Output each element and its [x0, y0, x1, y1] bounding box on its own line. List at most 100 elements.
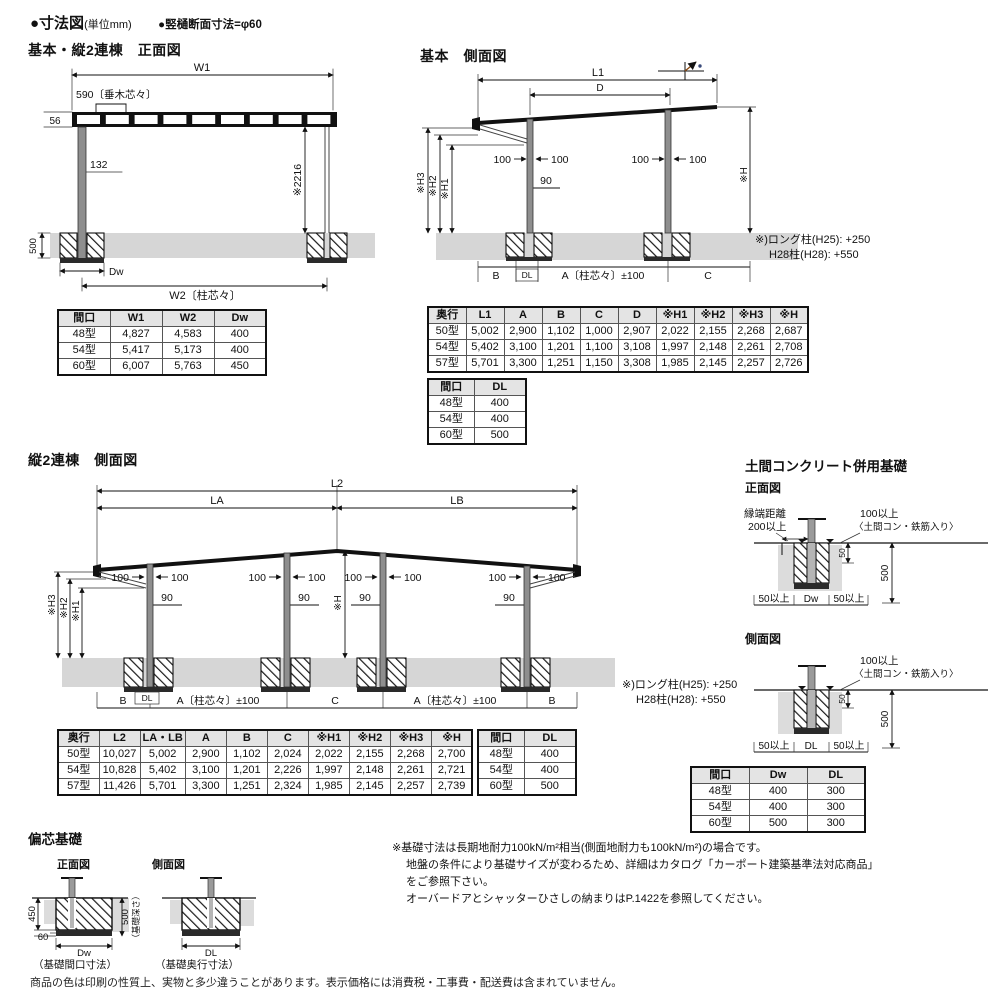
table-cell: 3,300 — [184, 778, 227, 796]
table-cell: 400 — [473, 411, 527, 428]
tandem-labels: L2 LA LB 100 100 100 100 100 100 100 100… — [47, 478, 566, 707]
table-cell: 2,268 — [731, 323, 771, 340]
table-cell: 2,726 — [769, 355, 809, 373]
table-cell: 2,024 — [266, 746, 309, 763]
dim-100: 100 — [631, 154, 649, 166]
table-cell: 50型 — [57, 746, 100, 763]
henshin-side-label: 側面図 — [152, 859, 185, 871]
column-header: ※H3 — [389, 729, 432, 747]
note-line: ※)ロング柱(H25): +250 — [755, 234, 871, 246]
dim-l1: L1 — [592, 67, 604, 79]
long-column-note: ※)ロング柱(H25): +250 H28柱(H28): +550 — [755, 233, 870, 263]
foundation-hatch — [671, 232, 691, 258]
column-header: 間口 — [477, 729, 525, 747]
table-cell: 1,100 — [579, 339, 619, 356]
table-cell: 2,155 — [348, 746, 391, 763]
page-header: ●寸法図(単位mm) ●竪樋断面寸法=φ60 — [30, 12, 262, 33]
table-cell: 500 — [523, 778, 577, 796]
page-title-unit: (単位mm) — [84, 19, 132, 31]
henshin-front-label: 正面図 — [57, 859, 90, 871]
page-title: ●寸法図 — [30, 15, 85, 32]
doma-side-labels: 100以上 〈土間コン・鉄筋入り〉 50 500 50以上 DL 50以上 — [758, 655, 958, 752]
table-cell: 400 — [523, 762, 577, 779]
column-header: L2 — [98, 729, 141, 747]
table-cell: 54型 — [477, 762, 525, 779]
tandem-column — [146, 563, 154, 688]
table-cell: 5,701 — [465, 355, 505, 373]
side-rear-column — [664, 109, 672, 234]
dim-60: 60 — [38, 932, 49, 943]
side-front-column — [526, 118, 534, 234]
table-cell: 48型 — [690, 783, 750, 800]
column-header: ※H3 — [731, 306, 771, 324]
edge-label: 縁端距離 — [744, 507, 786, 520]
depth-note: （基礎深さ） — [131, 891, 141, 942]
basic-side-title: 基本 側面図 — [420, 48, 507, 64]
dim-dw: Dw — [77, 948, 91, 959]
dim-100: 100 — [493, 154, 511, 166]
dim-2216: ※2216 — [292, 164, 304, 196]
table-cell: 2,145 — [693, 355, 733, 373]
dim-h1: ※H1 — [440, 178, 451, 200]
column-header: A — [184, 729, 227, 747]
foundation-hatch — [643, 232, 663, 258]
dim-rafter: 590〔垂木芯々〕 — [76, 88, 157, 101]
downpipe-note: ●竪樋断面寸法=φ60 — [158, 19, 262, 31]
dim-lb: LB — [450, 495, 463, 507]
dim-b: B — [119, 695, 126, 707]
dim-100: 100 — [548, 572, 566, 584]
column-header: ※H2 — [348, 729, 391, 747]
column-header: LA・LB — [139, 729, 186, 747]
henshin-side-labels: DL — [205, 948, 217, 959]
tandem-side-diagram: L2 LA LB 100 100 100 100 100 100 100 100… — [47, 478, 615, 709]
table-cell: 3,100 — [184, 762, 227, 779]
table-cell: 5,402 — [139, 762, 186, 779]
dim-100: 100 — [689, 154, 707, 166]
foundation-hatch — [505, 232, 525, 258]
table-cell: 50型 — [427, 323, 467, 340]
table-cell: 1,201 — [225, 762, 268, 779]
dim-100: 100 — [111, 572, 129, 584]
dim-90: 90 — [161, 592, 173, 604]
table-cell: 2,257 — [389, 778, 432, 796]
column-header: Dw — [748, 766, 808, 784]
dim-la: LA — [210, 495, 224, 507]
table-cell: 48型 — [427, 395, 475, 412]
table-cell: 1,997 — [307, 762, 350, 779]
table-cell: 1,000 — [579, 323, 619, 340]
dim-500: 500 — [120, 909, 131, 925]
table-cell: 2,155 — [693, 323, 733, 340]
henshin-front-structure — [32, 877, 128, 936]
table-cell: 2,687 — [769, 323, 809, 340]
dim-w2: W2〔柱芯々〕 — [169, 288, 241, 302]
table-cell: 400 — [523, 746, 577, 763]
table-cell: 2,022 — [655, 323, 695, 340]
table-cell: 10,027 — [98, 746, 141, 763]
table-cell: 1,201 — [541, 339, 581, 356]
front-dimensions — [37, 68, 334, 292]
table-cell: 1,102 — [225, 746, 268, 763]
table-cell: 60型 — [427, 427, 475, 445]
dim-dl: DL — [142, 693, 153, 703]
note-line: H28柱(H28): +550 — [636, 694, 726, 706]
dim-d: D — [596, 83, 603, 94]
dim-w1: W1 — [194, 62, 211, 74]
dim-h: ※H — [739, 167, 750, 183]
dim-100: 100 — [551, 154, 569, 166]
table-cell: 2,148 — [348, 762, 391, 779]
over100-label: 100以上 — [860, 508, 899, 520]
dim-500: 500 — [880, 564, 891, 581]
table-cell: 60型 — [690, 815, 750, 833]
table-cell: 5,002 — [139, 746, 186, 763]
column-header: B — [541, 306, 581, 324]
table-cell: 400 — [748, 783, 808, 800]
